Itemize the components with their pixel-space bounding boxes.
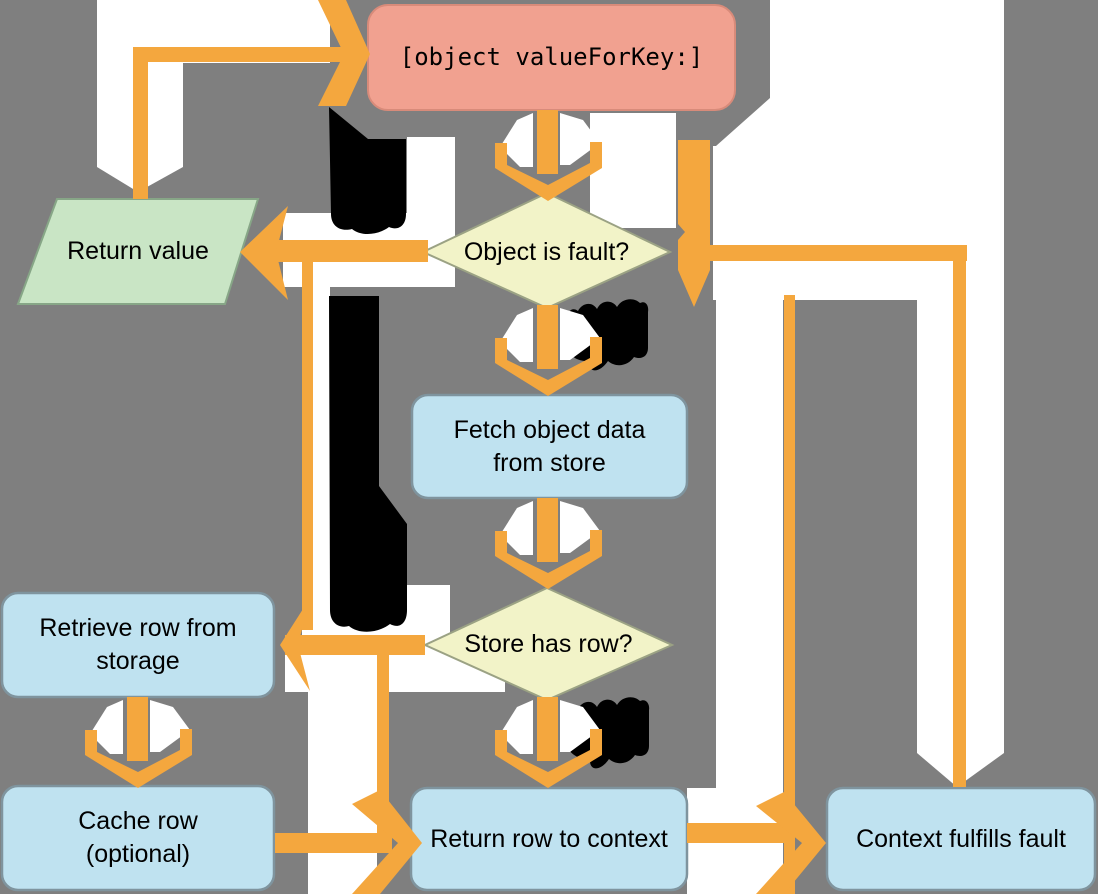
node-retrieve-row [0, 591, 276, 699]
arrow-right-of-fault [678, 140, 710, 307]
node-fetch-object-data [410, 393, 689, 500]
connector-cache-to-return-row [275, 833, 392, 853]
orange-connectors [133, 0, 967, 894]
flowchart-nodes [0, 4, 1097, 892]
connector-fault-no [262, 240, 428, 262]
node-context-fulfills [825, 786, 1097, 892]
arrowhead-into-return-row [352, 790, 422, 894]
left-column-blob [329, 296, 407, 632]
node-return-row [409, 786, 689, 892]
top-left-blob [329, 107, 406, 235]
connector-down-to-context [953, 245, 966, 787]
node-value-for-key [367, 4, 736, 111]
arrowhead-into-value-for-key [318, 0, 370, 106]
connector-store-no [285, 635, 425, 655]
node-cache-row [0, 784, 276, 892]
node-return-value [16, 198, 260, 305]
connector-top-horizontal [133, 47, 345, 62]
connector-down-to-return-value [133, 47, 148, 199]
connector-return-row-to-context [687, 823, 787, 843]
object-is-fault-branch-blob [566, 299, 649, 371]
connector-left-vertical [302, 262, 313, 630]
arrowhead-into-retrieve-row [280, 598, 310, 691]
connector-right-vertical [784, 295, 795, 894]
arrowhead-into-context [756, 792, 826, 894]
connector-right-horizontal [700, 245, 967, 261]
arrowhead-into-return-value [240, 206, 288, 300]
